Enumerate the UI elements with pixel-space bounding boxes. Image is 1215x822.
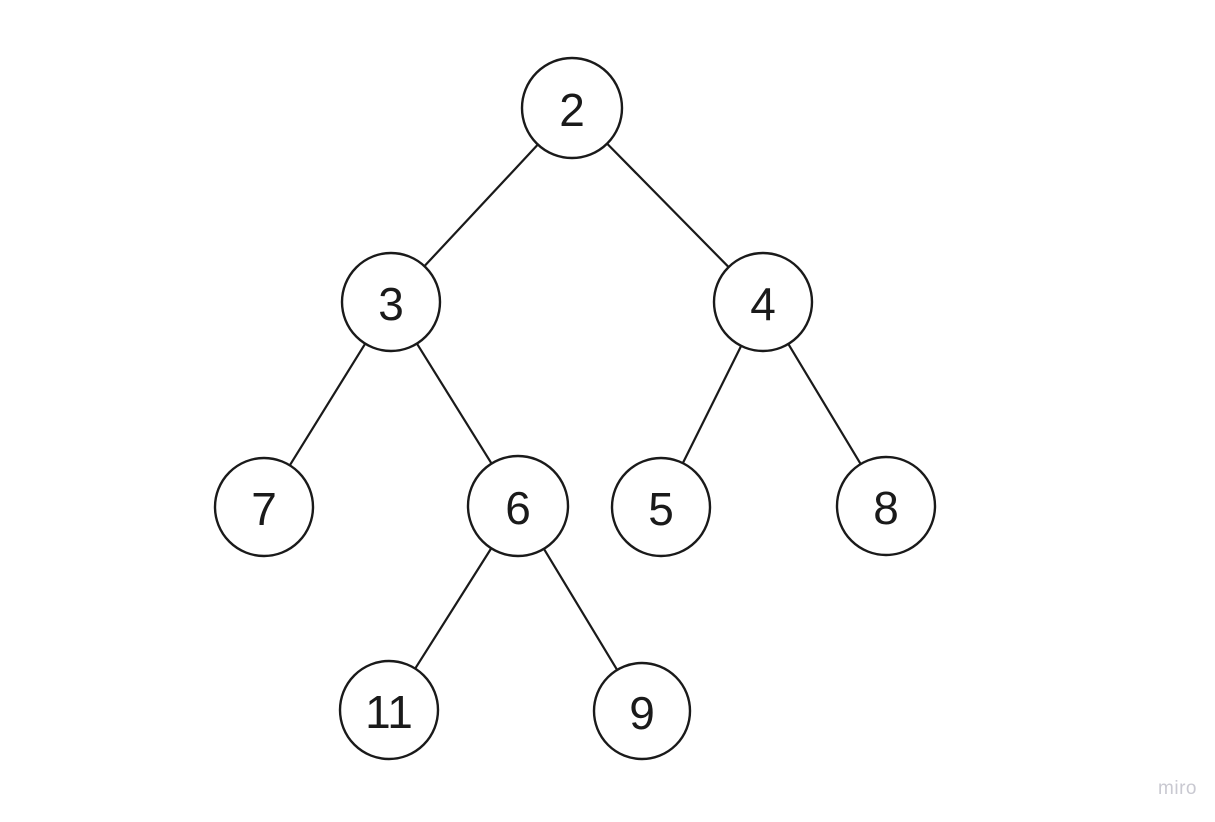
tree-node-11[interactable]: 11 <box>338 659 440 761</box>
node-circle-11[interactable] <box>338 659 440 761</box>
edges-layer <box>288 142 862 672</box>
node-circle-4[interactable] <box>712 251 814 353</box>
nodes-layer: 2 3 4 7 6 5 8 11 9 <box>213 56 937 761</box>
tree-edge-6-11 <box>414 547 493 670</box>
node-label-5: 5 <box>648 483 674 535</box>
node-label-4: 4 <box>750 278 776 330</box>
tree-node-5[interactable]: 5 <box>610 456 712 558</box>
tree-node-7[interactable]: 7 <box>213 456 315 558</box>
tree-edge-6-9 <box>542 547 619 672</box>
node-circle-6[interactable] <box>466 454 570 558</box>
node-circle-2[interactable] <box>520 56 624 160</box>
tree-edge-3-6 <box>415 342 493 465</box>
tree-edge-4-5 <box>681 344 743 465</box>
node-circle-5[interactable] <box>610 456 712 558</box>
tree-edge-2-4 <box>605 142 730 269</box>
tree-node-9[interactable]: 9 <box>592 661 692 761</box>
miro-watermark: miro <box>1158 778 1197 799</box>
tree-node-3[interactable]: 3 <box>340 251 442 353</box>
node-label-11: 11 <box>365 686 413 738</box>
tree-node-2[interactable]: 2 <box>520 56 624 160</box>
node-label-6: 6 <box>505 482 531 534</box>
node-label-7: 7 <box>251 483 277 535</box>
tree-node-8[interactable]: 8 <box>835 455 937 557</box>
node-label-3: 3 <box>378 278 404 330</box>
node-circle-3[interactable] <box>340 251 442 353</box>
node-circle-9[interactable] <box>592 661 692 761</box>
node-label-2: 2 <box>559 84 585 136</box>
node-label-8: 8 <box>873 482 899 534</box>
tree-node-6[interactable]: 6 <box>466 454 570 558</box>
node-circle-7[interactable] <box>213 456 315 558</box>
node-label-9: 9 <box>629 687 655 739</box>
tree-edge-4-8 <box>787 342 862 466</box>
tree-node-4[interactable]: 4 <box>712 251 814 353</box>
tree-edge-2-3 <box>423 143 539 268</box>
tree-edge-3-7 <box>288 342 367 467</box>
node-circle-8[interactable] <box>835 455 937 557</box>
